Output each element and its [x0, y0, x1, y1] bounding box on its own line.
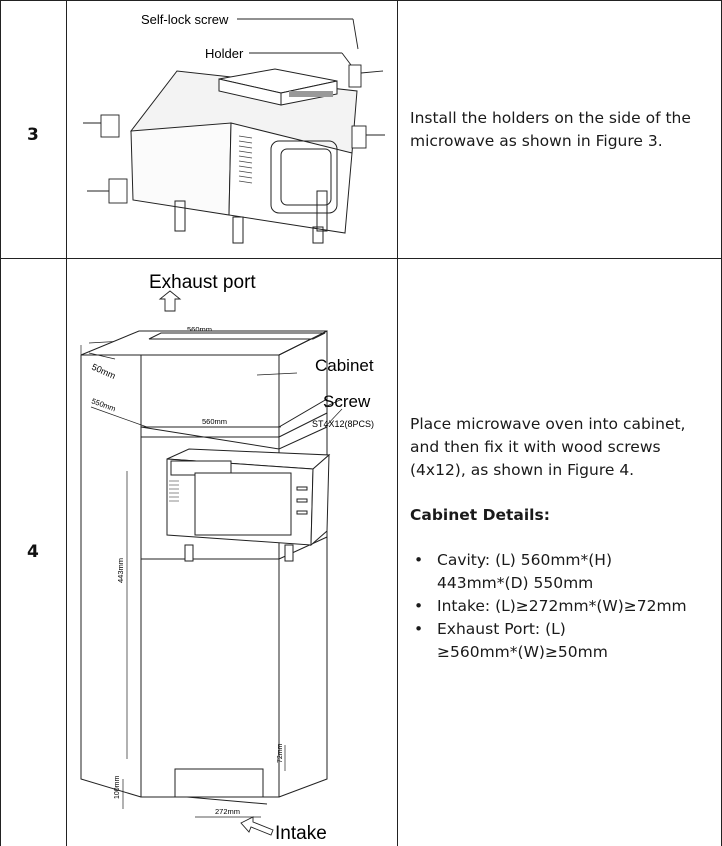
column-divider-1	[66, 0, 67, 846]
dim-560-top: 560mm	[187, 325, 212, 334]
label-screw: Screw	[323, 392, 371, 411]
figure-4-cabinet-installation: Exhaust port 560mm	[80, 272, 374, 844]
table-border-top	[0, 0, 722, 1]
step-3-description: Install the holders on the side of the m…	[410, 107, 710, 153]
label-cabinet: Cabinet	[315, 356, 374, 375]
screw-spec: ST4X12(8PCS)	[312, 419, 374, 429]
step-number-3: 3	[27, 125, 39, 145]
step-4-description: Place microwave oven into cabinet, and t…	[410, 413, 715, 664]
column-divider-2	[397, 0, 398, 846]
intake-arrow	[240, 816, 274, 836]
microwave-in-cabinet	[166, 448, 331, 562]
cabinet-details-heading: Cabinet Details:	[410, 506, 550, 524]
label-holder: Holder	[205, 46, 244, 61]
detail-intake: • Intake: (L)≥272mm*(W)≥72mm	[414, 597, 687, 615]
step-4-line-2: and then fix it with wood screws	[410, 438, 661, 456]
exhaust-arrow	[158, 290, 182, 312]
detail-exhaust-port: • Exhaust Port: (L) ≥560mm*(W)≥50mm	[414, 620, 608, 661]
dimension-lines	[80, 345, 343, 818]
label-self-lock-screw: Self-lock screw	[141, 12, 229, 27]
label-intake: Intake	[275, 823, 327, 844]
detail-cavity: • Cavity: (L) 560mm*(H) 443mm*(D) 550mm	[414, 551, 613, 592]
holder-brackets	[83, 64, 385, 204]
microwave-drawing	[130, 68, 358, 244]
table-border-left	[0, 0, 1, 846]
dim-50: 50mm	[90, 362, 117, 381]
step-3-text: Install the holders on the side of the m…	[410, 109, 691, 150]
step-4-line-1: Place microwave oven into cabinet,	[410, 415, 686, 433]
dim-560-inner: 560mm	[202, 417, 227, 426]
dim-550: 550mm	[90, 396, 117, 413]
dim-100: 100mm	[114, 775, 121, 799]
label-exhaust-port: Exhaust port	[149, 272, 256, 293]
dim-272: 272mm	[215, 807, 240, 816]
step-number-4: 4	[27, 542, 39, 562]
cabinet-details-list: • Cavity: (L) 560mm*(H) 443mm*(D) 550mm …	[410, 549, 715, 664]
dim-72: 72mm	[277, 743, 284, 763]
row-divider	[0, 258, 722, 259]
dim-443: 443mm	[116, 558, 125, 583]
figure-3-holder-installation: Self-lock screw Holder	[83, 12, 385, 244]
step-4-line-3: (4x12), as shown in Figure 4.	[410, 461, 635, 479]
cabinet-drawing	[80, 330, 328, 805]
